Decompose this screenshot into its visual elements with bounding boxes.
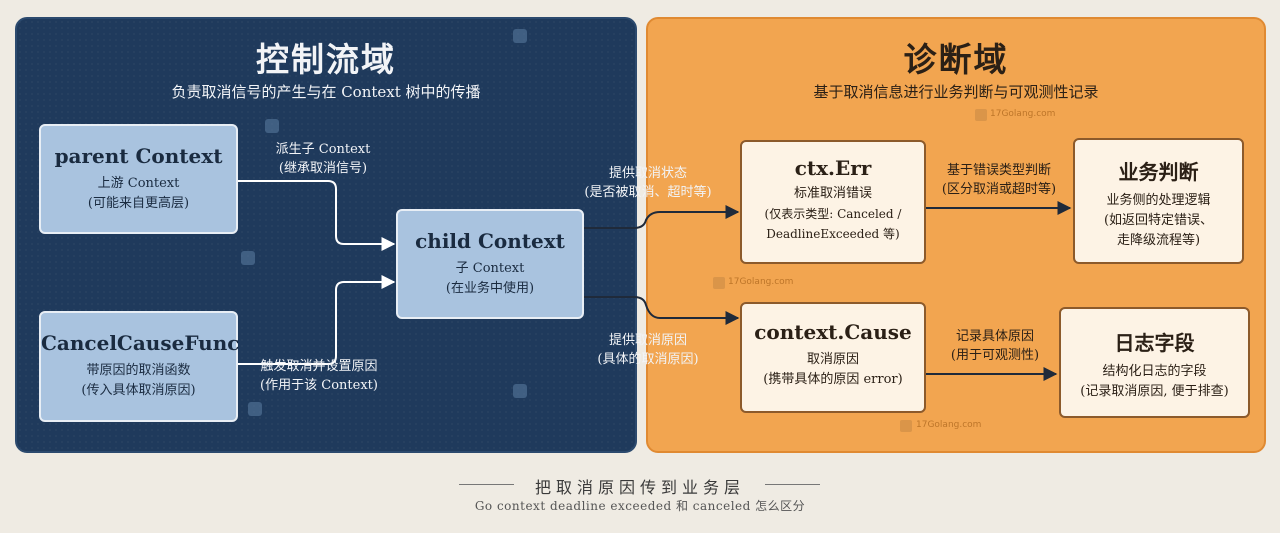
edge-label-derive-line1: 派生子 Context <box>275 142 371 157</box>
footer-title: 把取消原因传到业务层 <box>534 478 745 497</box>
watermark-logo-icon <box>900 420 912 432</box>
log-field-line2: (记录取消原因, 便于排查) <box>1080 384 1229 399</box>
log-field-line1: 结构化日志的字段 <box>1102 364 1207 379</box>
watermark-logo-icon <box>975 109 987 121</box>
watermark-icon <box>241 251 255 265</box>
diagnosis-domain-subtitle: 基于取消信息进行业务判断与可观测性记录 <box>813 83 1099 101</box>
business-judge-title: 业务判断 <box>1118 160 1199 184</box>
watermark-icon <box>513 29 527 43</box>
edge-label-judge-line2: (区分取消或超时等) <box>941 182 1057 197</box>
edge-label-judge: 基于错误类型判断 (区分取消或超时等) <box>934 161 1064 199</box>
context-cause-line1: 取消原因 <box>806 352 859 367</box>
cancel-cause-func-line2: (传入具体取消原因) <box>81 383 196 398</box>
edge-label-status-line2: (是否被取消、超时等) <box>584 185 712 200</box>
edge-label-record-line1: 记录具体原因 <box>955 329 1034 344</box>
control-domain-subtitle: 负责取消信号的产生与在 Context 树中的传播 <box>171 83 481 101</box>
control-domain-title: 控制流域 <box>256 40 396 79</box>
footer-subtitle: Go context deadline exceeded 和 canceled … <box>474 499 806 513</box>
child-context-line2: (在业务中使用) <box>445 281 535 296</box>
edge-label-reason-line1: 提供取消原因 <box>608 333 687 348</box>
child-context-line1: 子 Context <box>455 261 525 276</box>
watermark-text: 17Golang.com <box>916 420 982 430</box>
ctx-err-title: ctx.Err <box>794 156 872 180</box>
child-context-title: child Context <box>415 229 565 253</box>
edge-label-judge-line1: 基于错误类型判断 <box>946 163 1051 178</box>
watermark-icon <box>248 402 262 416</box>
parent-context-line2: (可能来自更高层) <box>87 196 190 211</box>
edge-label-status: 提供取消状态 (是否被取消、超时等) <box>578 164 718 202</box>
ctx-err-line3: DeadlineExceeded 等) <box>766 227 900 241</box>
edge-label-status-line1: 提供取消状态 <box>608 166 687 181</box>
diagnosis-domain-title: 诊断域 <box>903 40 1009 79</box>
business-judge-line2: (如返回特定错误、 <box>1103 213 1214 228</box>
cancel-cause-func-title: CancelCauseFunc <box>41 331 240 355</box>
edge-label-derive-line2: (继承取消信号) <box>278 161 368 176</box>
watermark-logo-icon <box>713 277 725 289</box>
ctx-err-line2: (仅表示类型: Canceled / <box>764 207 902 221</box>
watermark-text: 17Golang.com <box>990 109 1056 119</box>
context-cause-title: context.Cause <box>754 320 912 344</box>
footer-divider-right <box>765 484 820 485</box>
child-context-node: child Context 子 Context (在业务中使用) <box>396 209 584 319</box>
edge-child-to-cause <box>584 296 740 325</box>
footer-divider-left <box>459 484 514 485</box>
edge-label-reason: 提供取消原因 (具体的取消原因) <box>588 331 708 369</box>
ctx-err-line1: 标准取消错误 <box>793 186 872 201</box>
cancel-cause-func-node: CancelCauseFunc 带原因的取消函数 (传入具体取消原因) <box>39 311 240 422</box>
context-cause-node: context.Cause 取消原因 (携带具体的原因 error) <box>740 302 926 413</box>
parent-context-title: parent Context <box>54 144 223 168</box>
edge-label-record: 记录具体原因 (用于可观测性) <box>936 327 1054 365</box>
edge-causefunc-to-child <box>238 275 396 365</box>
edge-parent-to-child <box>238 180 396 251</box>
parent-context-line1: 上游 Context <box>97 176 180 191</box>
watermark-icon <box>265 119 279 133</box>
watermark-icon <box>513 384 527 398</box>
watermark-text: 17Golang.com <box>728 277 794 287</box>
cancel-cause-func-line1: 带原因的取消函数 <box>86 363 191 378</box>
business-judge-line1: 业务侧的处理逻辑 <box>1106 193 1211 208</box>
business-judge-line3: 走降级流程等) <box>1116 233 1201 248</box>
edge-label-record-line2: (用于可观测性) <box>950 348 1040 363</box>
edge-child-to-err <box>584 205 740 229</box>
log-field-title: 日志字段 <box>1114 331 1195 355</box>
edge-label-derive: 派生子 Context (继承取消信号) <box>258 140 388 178</box>
log-field-node: 日志字段 结构化日志的字段 (记录取消原因, 便于排查) <box>1059 307 1250 418</box>
edge-label-trigger-line2: (作用于该 Context) <box>260 378 378 393</box>
edge-label-reason-line2: (具体的取消原因) <box>597 352 699 367</box>
context-cause-line2: (携带具体的原因 error) <box>763 372 903 387</box>
edge-label-trigger: 触发取消并设置原因 (作用于该 Context) <box>244 357 394 395</box>
parent-context-node: parent Context 上游 Context (可能来自更高层) <box>39 124 238 234</box>
business-judge-node: 业务判断 业务侧的处理逻辑 (如返回特定错误、 走降级流程等) <box>1073 138 1244 264</box>
ctx-err-node: ctx.Err 标准取消错误 (仅表示类型: Canceled / Deadli… <box>740 140 926 264</box>
edge-label-trigger-line1: 触发取消并设置原因 <box>260 359 378 374</box>
